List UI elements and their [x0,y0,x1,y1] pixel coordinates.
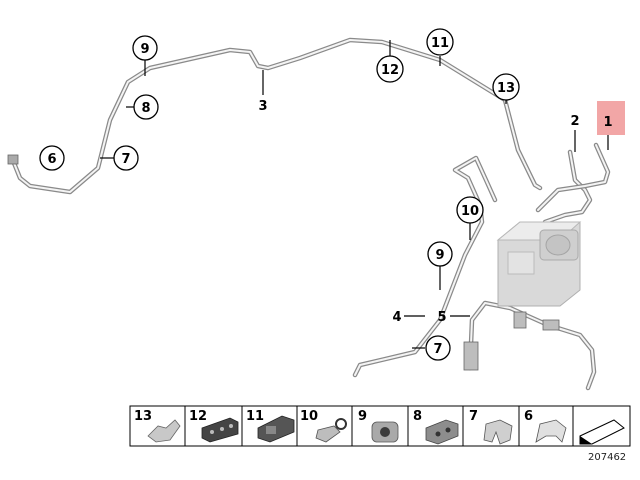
legend-number: 8 [413,409,422,424]
callout-label: 7 [433,342,442,357]
callout-6: 6 [39,145,65,171]
callout-9-top: 9 [132,35,158,61]
callout-label: 4 [392,310,401,325]
callout-label: 2 [570,114,579,129]
callout-11: 11 [426,28,454,56]
callout-label: 11 [431,36,449,51]
legend-number: 12 [189,409,207,424]
callout-7-lower: 7 [425,335,451,361]
callout-label: 8 [141,101,150,116]
legend-number: 6 [524,409,533,424]
legend-number: 10 [300,409,318,424]
callout-label: 3 [258,99,267,114]
legend-number: 9 [358,409,367,424]
double-bracket-icon [257,415,295,443]
abs-unit [496,221,582,307]
callout-label: 12 [381,63,399,78]
callout-13: 13 [492,73,520,101]
callout-10: 10 [456,196,484,224]
callout-label: 13 [497,81,515,96]
pencil-icon [579,419,625,445]
callout-label: 5 [437,310,446,325]
callout-label: 1 [603,115,612,130]
document-number: 207462 [588,452,626,463]
bracket-icon [201,417,239,443]
hose-fitting [542,319,560,331]
hose-clip-icon [315,418,347,443]
callout-label: 10 [461,204,479,219]
union-block-icon [425,419,459,445]
callout-label: 6 [47,152,56,167]
callout-3: 3 [258,99,267,114]
parts-legend: 13 12 11 10 9 8 [129,405,631,447]
callout-7-upper: 7 [113,145,139,171]
hose-fitting [463,341,479,371]
cap-nut-icon [371,421,399,443]
callout-label: 7 [121,152,130,167]
callout-2: 2 [570,114,579,129]
legend-number: 13 [134,409,152,424]
brake-line-short [535,142,611,225]
callout-12: 12 [376,55,404,83]
callout-9-lower: 9 [427,241,453,267]
line-end-fitting [7,154,19,165]
callout-1: 1 [597,101,625,135]
callout-5: 5 [437,310,446,325]
clip-icon [147,419,181,443]
brake-hose [463,300,597,391]
highlight-box [597,101,625,135]
bracket-plate-icon [535,419,567,443]
callout-label: 9 [140,42,149,57]
legend-number: 11 [246,409,264,424]
line-holder-icon [483,419,513,445]
callout-8: 8 [133,94,159,120]
callout-label: 9 [435,248,444,263]
callout-4: 4 [392,310,401,325]
hose-fitting [513,311,527,329]
legend-number: 7 [469,409,478,424]
